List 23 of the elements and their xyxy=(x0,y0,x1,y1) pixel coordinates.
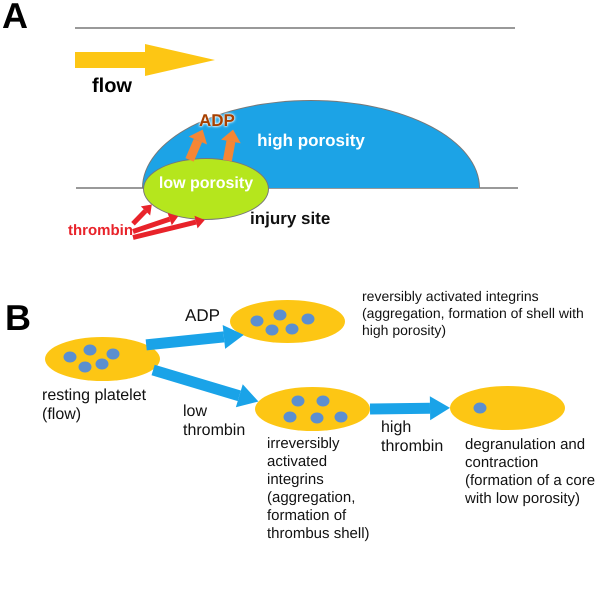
flow-label: flow xyxy=(92,74,132,98)
region-label: high porosity xyxy=(256,131,366,151)
node-label: irreversibly activated integrins (aggregation, formation of thrombus shell) xyxy=(267,435,371,543)
region-label: ADP xyxy=(199,111,235,131)
arrow xyxy=(185,130,208,162)
edge-label: low thrombin xyxy=(183,402,246,440)
arrow xyxy=(131,204,152,226)
arrow xyxy=(221,130,241,162)
region-label: low porosity xyxy=(158,175,254,193)
arrow xyxy=(370,396,450,420)
arrow xyxy=(146,324,244,350)
edge-label: high thrombin xyxy=(381,418,444,456)
node-label: reversibly activated integrins (aggregation, formation of shell with high porosity) xyxy=(362,288,585,338)
node-label: degranulation and contraction (formation of a core with low porosity) xyxy=(465,436,596,508)
panel-letter: B xyxy=(5,296,31,340)
arrow xyxy=(132,216,205,240)
arrow xyxy=(152,364,258,408)
region-label: injury site xyxy=(250,209,330,230)
node-label: resting platelet (flow) xyxy=(42,386,148,424)
panel-letter: A xyxy=(2,0,28,38)
region-label: thrombin xyxy=(68,222,133,240)
edge-label: ADP xyxy=(185,306,220,326)
arrow xyxy=(132,212,178,234)
